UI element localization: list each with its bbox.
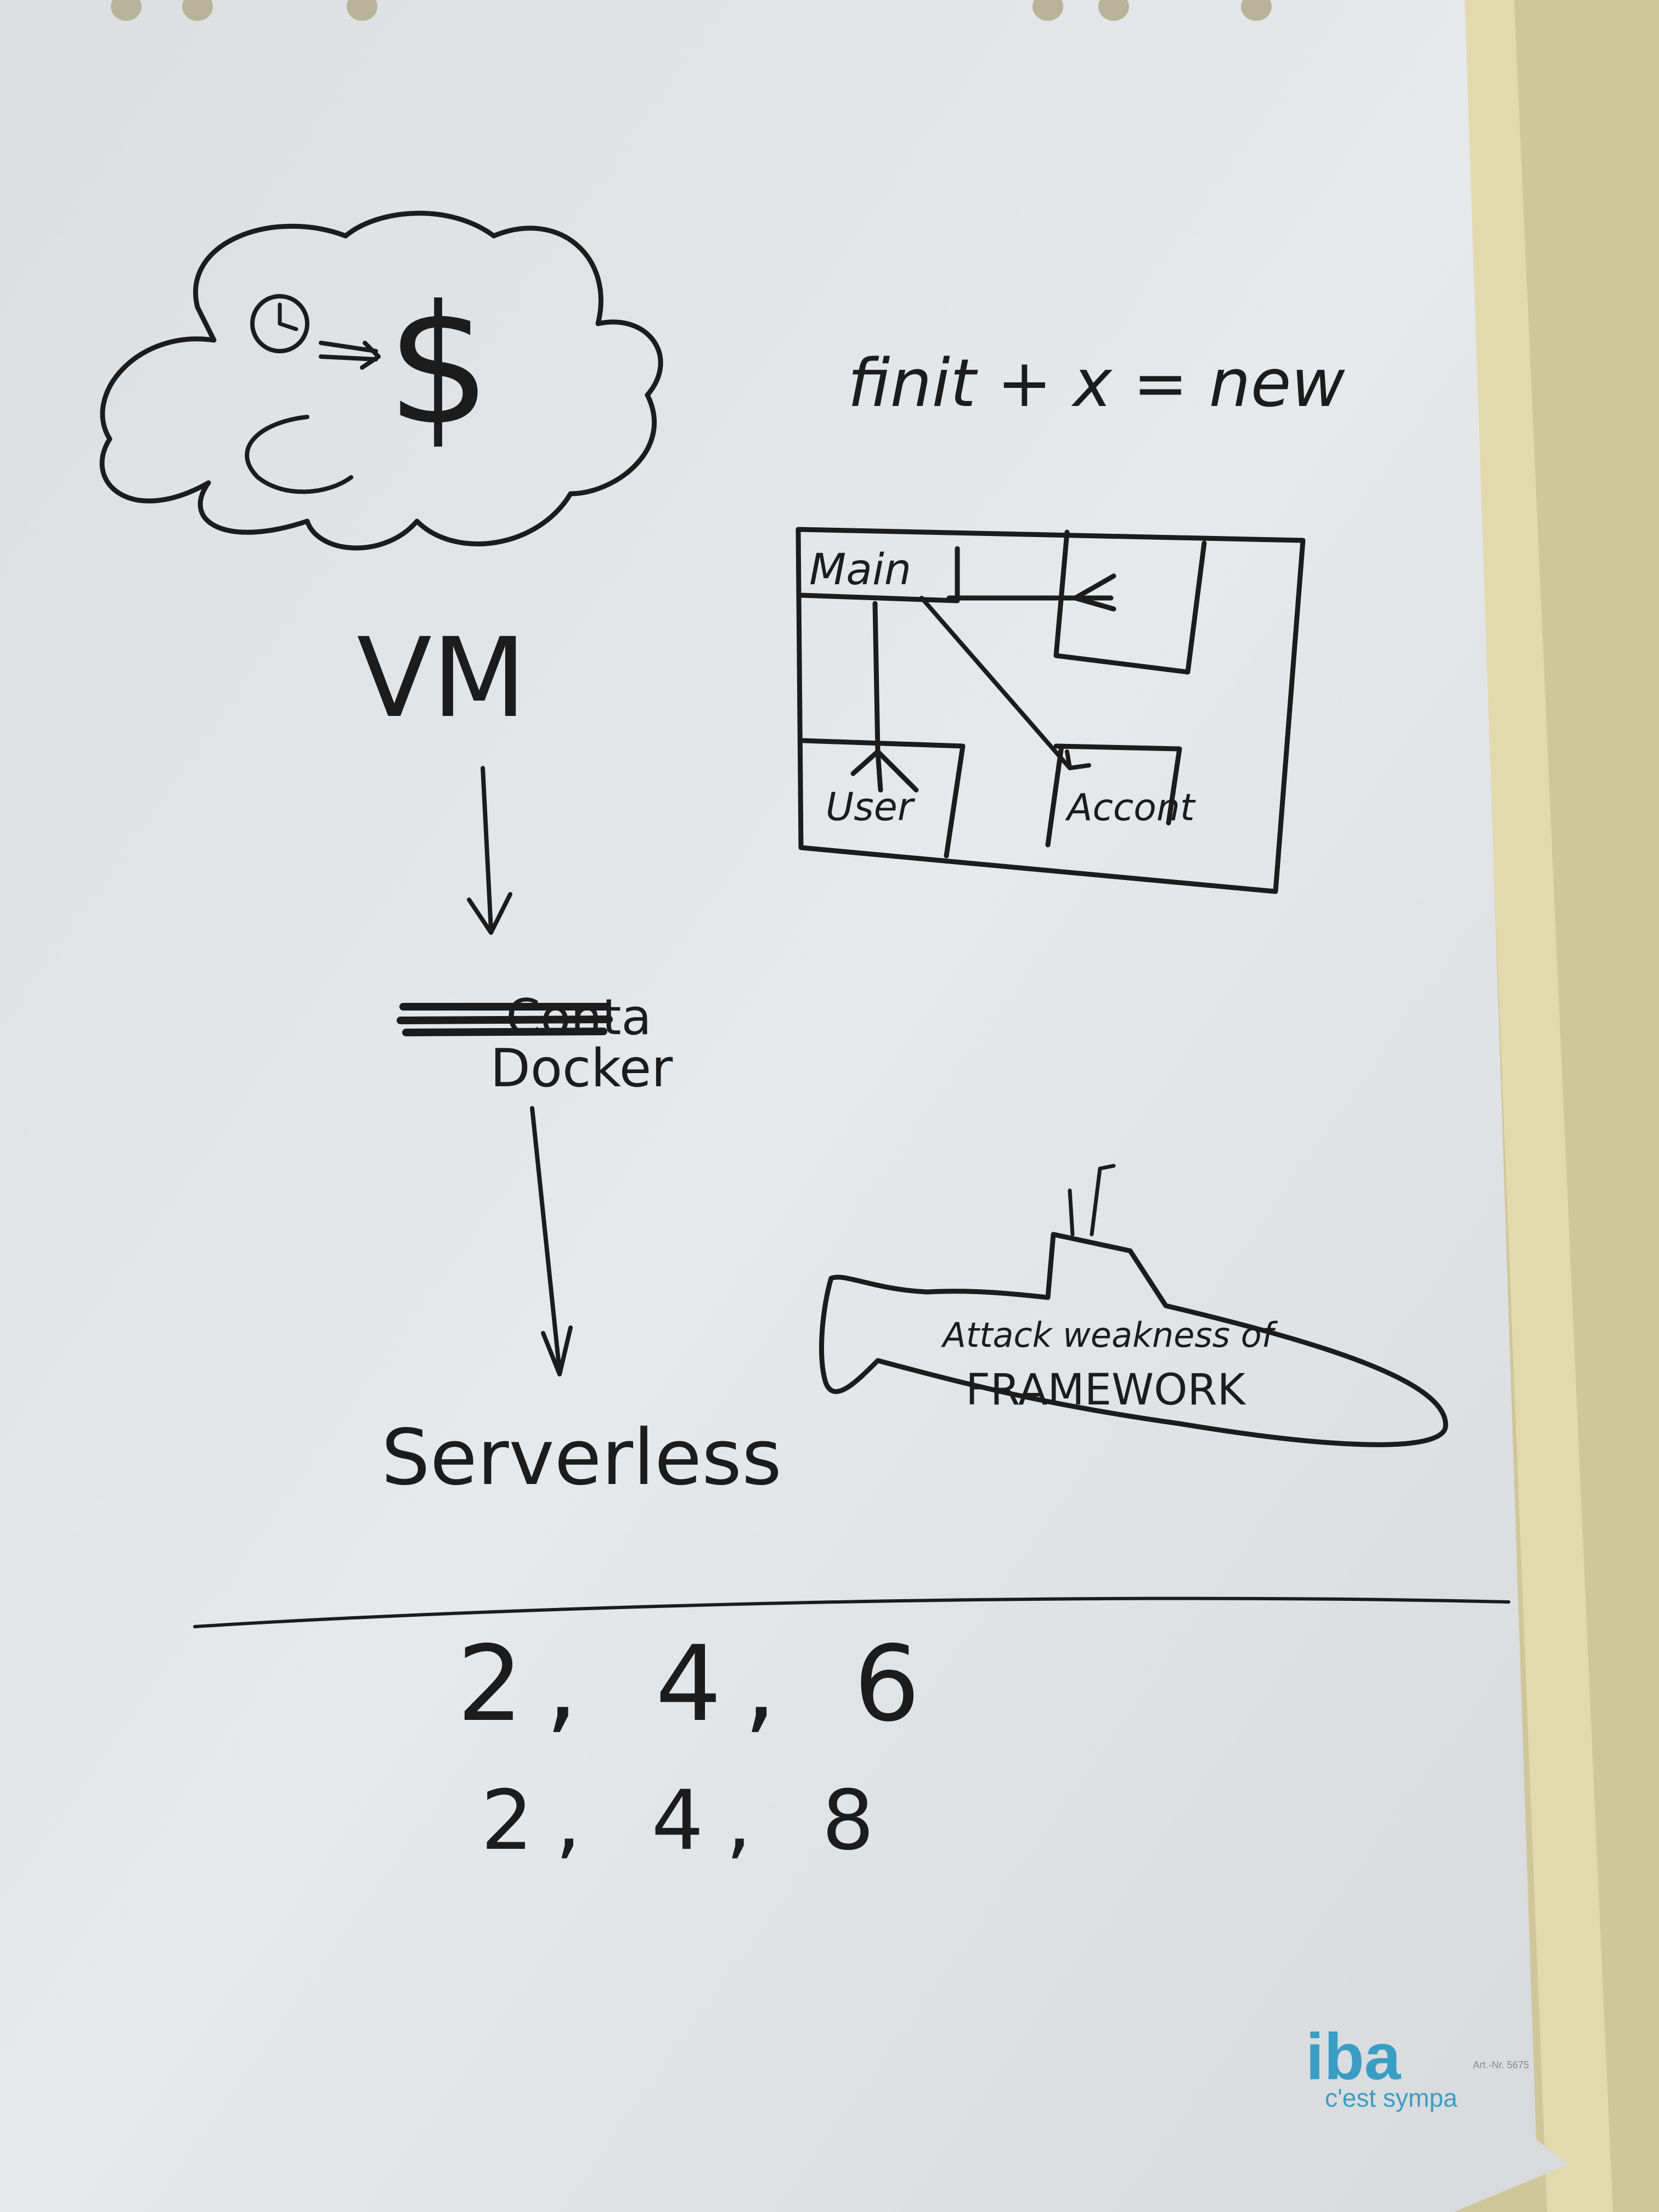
periscope [1068,1164,1116,1237]
user-box [801,738,966,859]
arrow-down-icon [467,766,512,935]
serverless-label: Serverless [381,1413,782,1503]
submarine-sketch: Attack weakness of FRAMEWORK [819,1164,1448,1447]
docker-label: Docker [490,1039,674,1099]
divider-line [193,1596,1510,1628]
dollar-sign: $ [387,270,492,461]
main-to-box-arrow [946,573,1116,612]
strike-scribble [397,1003,613,1036]
main-label: Main [809,545,911,595]
easel-edge [1459,0,1613,2212]
arrow-right-icon [319,341,381,370]
pipeline: VM Conta Docker Serverless [357,614,782,1503]
account-box [1045,743,1182,848]
binding-holes [111,0,1272,21]
app-diagram: Main User Accont [795,527,1306,894]
article-number: Art.-Nr. 5675 [1473,2059,1529,2070]
logo-brand: iba [1306,2020,1402,2094]
submarine-line-2: FRAMEWORK [966,1365,1246,1415]
account-label: Accont [1065,786,1196,830]
main-to-account-arrow [919,596,1091,770]
submarine-line-1: Attack weakness of [941,1315,1278,1355]
iba-logo: iba c'est sympa Art.-Nr. 5675 [1306,2020,1529,2112]
main-box-line [798,546,960,603]
sequence-row-1: 2, 4, 6 [457,1623,942,1745]
cloud-inner-swirl [245,415,353,494]
diagram-frame [795,527,1306,894]
sequence-row-2: 2, 4, 8 [481,1773,896,1869]
submarine-hull [819,1232,1448,1447]
logo-tagline: c'est sympa [1325,2084,1458,2112]
formula-text: finit + x = new [848,346,1346,422]
clock-icon [250,294,309,353]
upper-right-box [1053,529,1207,675]
cloud-sketch: $ [99,211,663,551]
arrow-down-icon-2 [530,1106,573,1376]
vm-label: VM [357,614,526,742]
paper-sheet [0,0,1569,2212]
main-to-user-arrow [850,601,919,793]
user-label: User [826,785,916,830]
cloud-outline [99,211,663,551]
